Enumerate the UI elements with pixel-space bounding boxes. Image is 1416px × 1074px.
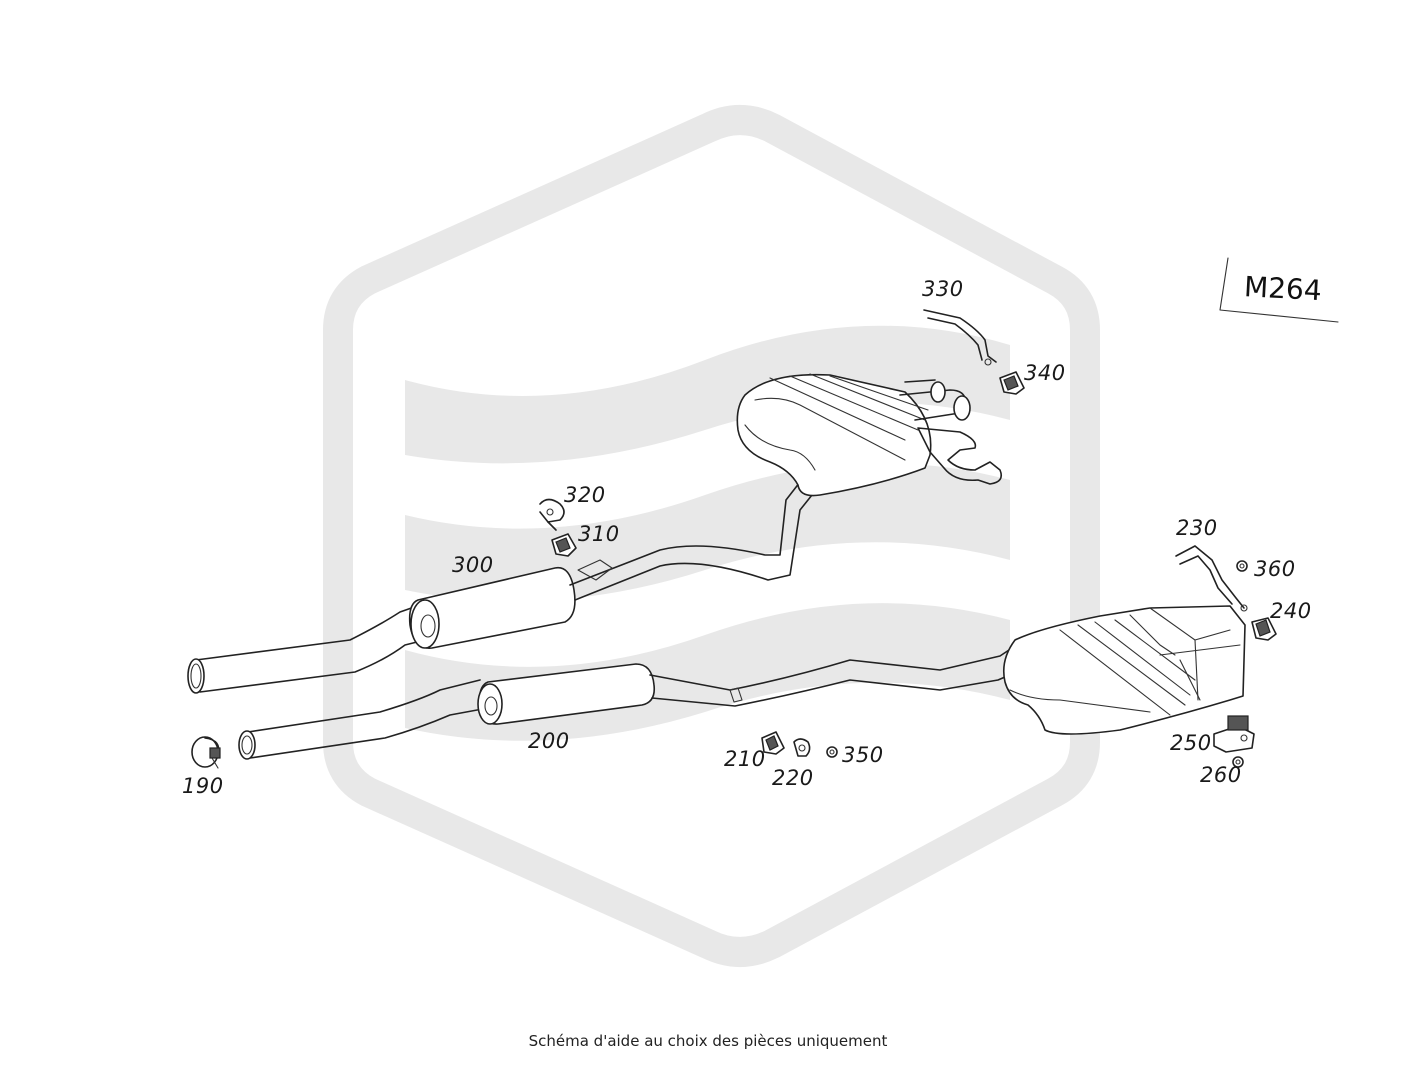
part-label-340[interactable]: 340 xyxy=(1024,361,1066,385)
part-label-240[interactable]: 240 xyxy=(1270,599,1312,623)
bracket-330 xyxy=(923,309,997,366)
nut-350 xyxy=(826,746,838,758)
rubber-mount-310 xyxy=(551,533,577,557)
part-label-250[interactable]: 250 xyxy=(1170,731,1212,755)
part-label-200[interactable]: 200 xyxy=(528,729,570,753)
clamp-320 xyxy=(539,498,565,531)
part-label-190[interactable]: 190 xyxy=(182,774,224,798)
hardware-parts xyxy=(191,309,1277,769)
nut-260 xyxy=(1232,756,1244,768)
clamp-220 xyxy=(793,738,811,757)
part-label-320[interactable]: 320 xyxy=(564,483,606,507)
part-label-310[interactable]: 310 xyxy=(578,522,620,546)
watermark-logo xyxy=(323,105,1100,967)
footer-note: Schéma d'aide au choix des pièces unique… xyxy=(528,1032,888,1050)
nut-360 xyxy=(1236,560,1248,572)
bracket-230 xyxy=(1175,545,1248,612)
rubber-mount-210 xyxy=(761,731,785,755)
rubber-mount-340 xyxy=(999,371,1025,395)
part-label-330[interactable]: 330 xyxy=(922,277,964,301)
part-label-210[interactable]: 210 xyxy=(724,747,766,771)
part-label-260[interactable]: 260 xyxy=(1200,763,1242,787)
model-code-marker: M264 xyxy=(1219,257,1339,323)
upper-exhaust-line xyxy=(187,373,1003,694)
part-label-360[interactable]: 360 xyxy=(1254,557,1296,581)
rubber-mount-240 xyxy=(1251,617,1277,641)
lower-exhaust-line xyxy=(238,605,1246,760)
part-label-300[interactable]: 300 xyxy=(452,553,494,577)
part-label-230[interactable]: 230 xyxy=(1176,516,1218,540)
part-labels: 190 200 210 220 230 240 250 260 300 310 … xyxy=(182,277,1312,798)
part-label-350[interactable]: 350 xyxy=(842,743,884,767)
clamp-190 xyxy=(191,736,221,769)
model-code-text: M264 xyxy=(1243,270,1322,307)
part-label-220[interactable]: 220 xyxy=(772,766,814,790)
actuator-250 xyxy=(1213,715,1255,753)
